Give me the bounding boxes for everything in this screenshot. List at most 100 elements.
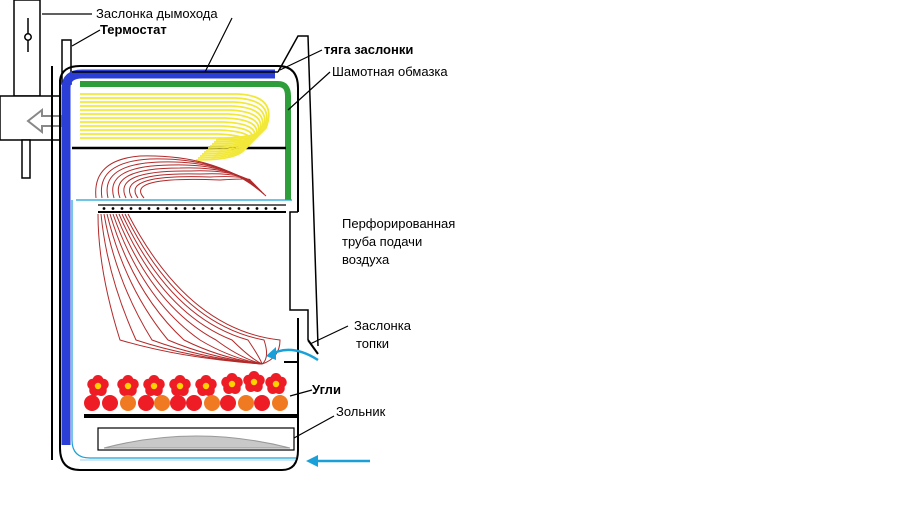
firebox-door-frame [289,211,309,340]
label-damper-rod: тяга заслонки [324,42,413,57]
coal-lump [220,395,236,411]
perforation-hole [246,207,250,210]
coal-ember [265,373,287,394]
coal-bed [84,371,288,411]
coal-ember [117,375,139,396]
label-chimney-damper: Заслонка дымохода [96,6,218,21]
ash-pile [103,435,291,449]
coal-core [228,380,236,388]
perforation-hole [138,207,142,210]
coal-lump [272,395,288,411]
red-flue-line [134,176,253,199]
perforation-hole [120,207,124,210]
coal-lump [120,395,136,411]
perforation-hole [111,207,115,210]
red-flame-line [109,213,263,365]
perforation-hole [156,207,160,210]
label-perforated-pipe-1: Перфорированная [342,216,455,231]
flue-arrow-left-arrow-icon [26,107,63,135]
perforation-hole [219,207,223,210]
perforation-holes [102,207,277,210]
coal-core [272,380,280,388]
yellow-flue-line [80,109,262,147]
coal-ember [169,375,191,396]
coal-ember [195,375,217,396]
bottom-air-arrowhead [306,455,318,467]
red-flame-line [97,213,263,365]
red-flame-line [100,213,263,365]
coal-lump [204,395,220,411]
coals-pointer [289,389,313,397]
firebox-damper-flap [307,339,319,355]
red-flue-line [128,173,255,199]
coal-lump [84,395,100,411]
damper-rod-linkage [277,35,319,347]
perforation-hole [165,207,169,210]
coal-lump [238,395,254,411]
coal-core [250,378,258,386]
ash-pan-pointer [293,415,335,439]
lower-flue-gases [95,155,281,365]
coal-lump [102,395,118,411]
chamotte-pointer [287,71,331,111]
air-channel-inner [71,200,296,459]
boiler-outer-shell [59,80,299,471]
perforation-hole [147,207,151,210]
air-inlet-arrowhead [266,347,276,360]
yellow-flue-line [80,137,248,161]
red-flame-line [124,213,268,365]
label-perforated-pipe-2: труба подачи [342,234,422,249]
chimney-damper-icon [24,33,32,41]
coal-core [202,382,210,390]
coal-lump [154,395,170,411]
chamotte-coating [80,81,291,200]
damper-rod-label-pointer [279,49,323,71]
perforation-hole [255,207,259,210]
perforation-hole [210,207,214,210]
label-firebox-damper-2: топки [356,336,389,351]
perforation-hole [192,207,196,210]
coal-ember [243,371,265,392]
coal-core [176,382,184,390]
perforation-hole [237,207,241,210]
label-firebox-damper-1: Заслонка [354,318,412,333]
red-flue-line [123,170,257,199]
perforation-hole [183,207,187,210]
coal-core [150,382,158,390]
label-thermostat: Термостат [100,22,167,37]
perforation-hole [273,207,277,210]
label-ash-pan: Зольник [336,404,386,419]
water-jacket [61,69,275,445]
perforation-hole [264,207,268,210]
perforated-air-pipe [76,199,292,213]
label-chamotte-coating: Шамотная обмазка [332,64,448,79]
red-flame-line [103,213,263,365]
yellow-flue-line [80,101,266,143]
yellow-flue-line [80,97,268,141]
coal-ember [87,375,109,396]
red-flame-line [127,213,281,365]
chimney-leg [21,139,31,179]
chimney-pipe [0,0,63,179]
coal-core [94,382,102,390]
coal-lump [138,395,154,411]
perforation-hole [102,207,106,210]
label-coals: Угли [312,382,341,397]
coal-core [124,382,132,390]
boiler-outer-top [59,65,299,212]
yellow-flue-line [80,105,264,145]
boiler-body [51,65,309,471]
perforation-hole [129,207,133,210]
firebox-damper-pointer [309,325,349,345]
thermostat-pointer [71,29,101,47]
perforation-hole [174,207,178,210]
red-flame-line [115,213,263,365]
label-perforated-pipe-3: воздуха [342,252,390,267]
red-flue-line [117,167,259,199]
perforation-hole [228,207,232,210]
red-flame-line [121,213,263,365]
upper-flue-gases [80,93,270,161]
red-flame-line [118,213,263,365]
